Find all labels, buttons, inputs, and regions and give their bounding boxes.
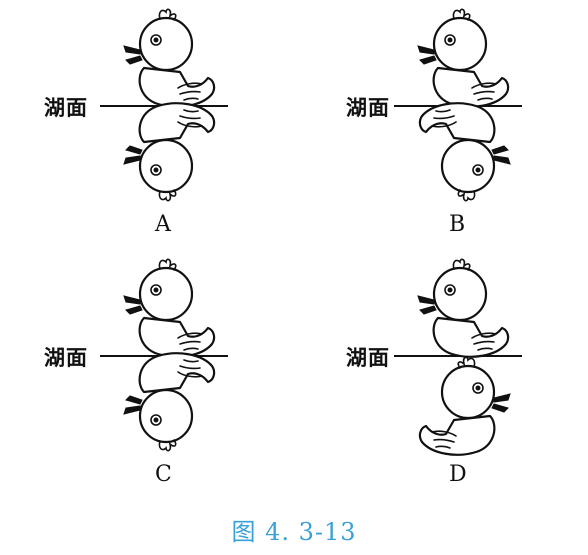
option-letter: B xyxy=(449,212,466,237)
option-d-panel: 湖面 D xyxy=(294,250,588,500)
duck-reflection-icon xyxy=(418,356,512,456)
option-c-panel: 湖面 C xyxy=(0,250,294,500)
option-letter: A xyxy=(155,212,171,237)
option-letter: D xyxy=(449,462,467,487)
duck-icon xyxy=(416,8,510,108)
option-b-panel: 湖面 B xyxy=(294,0,588,250)
duck-icon xyxy=(416,258,510,358)
option-letter: C xyxy=(155,462,172,487)
duck-reflection-icon xyxy=(418,102,512,202)
duck-drawing xyxy=(416,8,512,202)
duck-reflection-icon xyxy=(122,352,216,452)
duck-icon xyxy=(122,258,216,358)
duck-reflection-icon xyxy=(122,102,216,202)
duck-icon xyxy=(122,8,216,108)
figure-caption: 图 4. 3-13 xyxy=(231,518,357,546)
duck-drawing xyxy=(122,258,216,452)
lake-surface-label: 湖面 xyxy=(346,346,390,370)
lake-surface-label: 湖面 xyxy=(44,96,88,120)
lake-surface-label: 湖面 xyxy=(346,96,390,120)
lake-surface-label: 湖面 xyxy=(44,346,88,370)
duck-drawing xyxy=(122,8,216,202)
duck-drawing xyxy=(416,258,512,456)
option-a-panel: 湖面 A xyxy=(0,0,294,250)
